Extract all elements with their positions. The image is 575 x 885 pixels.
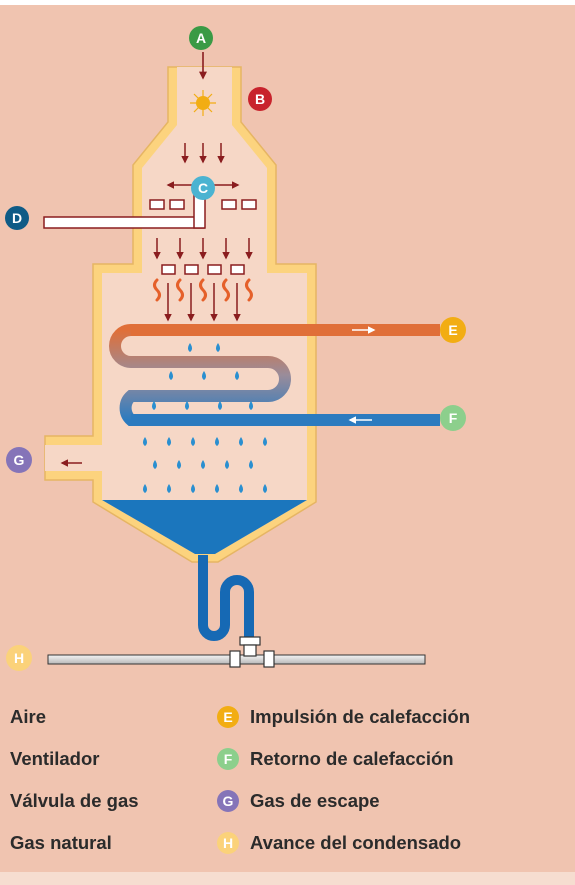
legend-label-exhaust-gas: Gas de escape [250,790,380,811]
flames [153,278,253,302]
drain-tee [229,636,275,668]
flue-arrows [164,283,241,322]
marker-g: G [6,447,32,473]
heat-exchanger-pipe [109,324,440,426]
top-border [0,0,575,5]
burner-holes [161,264,245,275]
marker-e: E [440,317,466,343]
legend-badge-f: F [217,748,239,770]
marker-f: F [440,405,466,431]
marker-h: H [6,645,32,671]
marker-d: D [5,206,29,230]
mixture-arrows [153,238,253,260]
legend-badge-h: H [217,832,239,854]
boiler-interior [45,67,307,554]
bottom-border [0,872,575,885]
legend-badge-e: E [217,706,239,728]
condensate-pool [102,500,307,554]
legend-label-condensate: Avance del condensado [250,832,462,853]
gas-valve-holes [149,199,257,210]
condensate-siphon [198,555,254,642]
legend-label-heating-return: Retorno de calefacción [250,748,454,769]
legend-label-heating-supply: Impulsión de calefacción [250,706,471,727]
fan-icon [190,90,216,116]
legend-label-gas-valve: Válvula de gas [10,790,139,811]
marker-b: B [248,87,272,111]
legend-label-air: Aire [10,706,46,727]
condensate-drops [143,343,267,493]
legend-badge-g: G [217,790,239,812]
legend-label-fan: Ventilador [10,748,100,769]
gas-pipe [43,216,205,229]
legend: Aire Ventilador Válvula de gas Gas natur… [0,690,575,870]
marker-c: C [191,176,215,200]
legend-label-natural-gas: Gas natural [10,832,112,853]
boiler-diagram [43,52,440,668]
marker-a: A [189,26,213,50]
air-flow-arrows [166,143,240,189]
